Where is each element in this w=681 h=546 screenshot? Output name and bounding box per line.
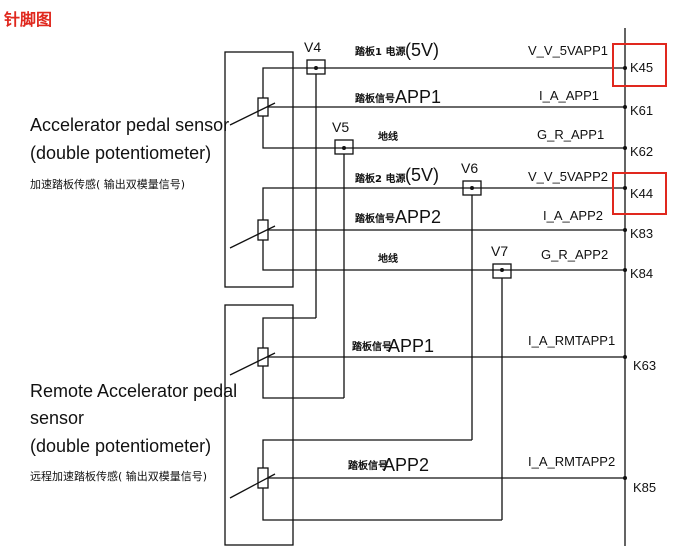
wire-name: I_A_RMTAPP1 <box>528 333 615 348</box>
wire-big-label: APP2 <box>383 455 429 475</box>
v7-label: V7 <box>491 243 508 259</box>
v6-label: V6 <box>461 160 478 176</box>
wire-name: G_R_APP1 <box>537 127 604 142</box>
wire-cn-label: 地线 <box>378 130 398 143</box>
accelerator-sensor-type: (double potentiometer) <box>30 143 212 163</box>
wire-big-label: APP1 <box>395 87 441 107</box>
wire-cn-label: 踏板信号 <box>355 92 395 105</box>
wire-cn-label: 踏板2 电源 <box>355 172 405 185</box>
wire-name: G_R_APP2 <box>541 247 608 262</box>
v5-label: V5 <box>332 119 349 135</box>
accelerator-sensor-cn: 加速踏板传感( 输出双模量信号) <box>30 178 186 191</box>
wire-name: I_A_APP2 <box>543 208 603 223</box>
pin-k63: K63 <box>633 358 656 373</box>
remote-sensor-cn: 远程加速踏板传感( 输出双模量信号) <box>30 470 208 483</box>
wire-big-label: (5V) <box>405 165 439 185</box>
accelerator-sensor-label: Accelerator pedal sensor <box>30 115 230 135</box>
wire-name: I_A_APP1 <box>539 88 599 103</box>
wire-name: I_A_RMTAPP2 <box>528 454 615 469</box>
wire-cn-label: 踏板信号 <box>352 340 392 353</box>
accelerator-sensor-box <box>224 51 294 288</box>
pin-k44: K44 <box>630 186 653 201</box>
highlight-k44 <box>612 172 667 215</box>
wire-big-label: APP1 <box>388 336 434 356</box>
remote-sensor-box <box>224 304 294 546</box>
remote-sensor-label-2: sensor <box>30 408 85 428</box>
v4-label: V4 <box>304 39 321 55</box>
highlight-k45 <box>612 43 667 87</box>
wire-name: V_V_5VAPP1 <box>528 43 608 58</box>
wire-cn-label: 踏板信号 <box>355 212 395 225</box>
page-title: 针脚图 <box>4 10 53 29</box>
pin-k61: K61 <box>630 103 653 118</box>
pin-k62: K62 <box>630 144 653 159</box>
wire-cn-label: 踏板1 电源 <box>355 45 405 58</box>
pin-k85: K85 <box>633 480 656 495</box>
pin-k83: K83 <box>630 226 653 241</box>
wire-cn-label: 踏板信号 <box>348 459 388 472</box>
wire-name: V_V_5VAPP2 <box>528 169 608 184</box>
wire-cn-label: 地线 <box>378 252 398 265</box>
pin-k84: K84 <box>630 266 653 281</box>
wire-big-label: (5V) <box>405 40 439 60</box>
wire-big-label: APP2 <box>395 207 441 227</box>
pin-k45: K45 <box>630 60 653 75</box>
remote-sensor-label: Remote Accelerator pedal <box>30 381 238 401</box>
remote-sensor-type: (double potentiometer) <box>30 436 212 456</box>
